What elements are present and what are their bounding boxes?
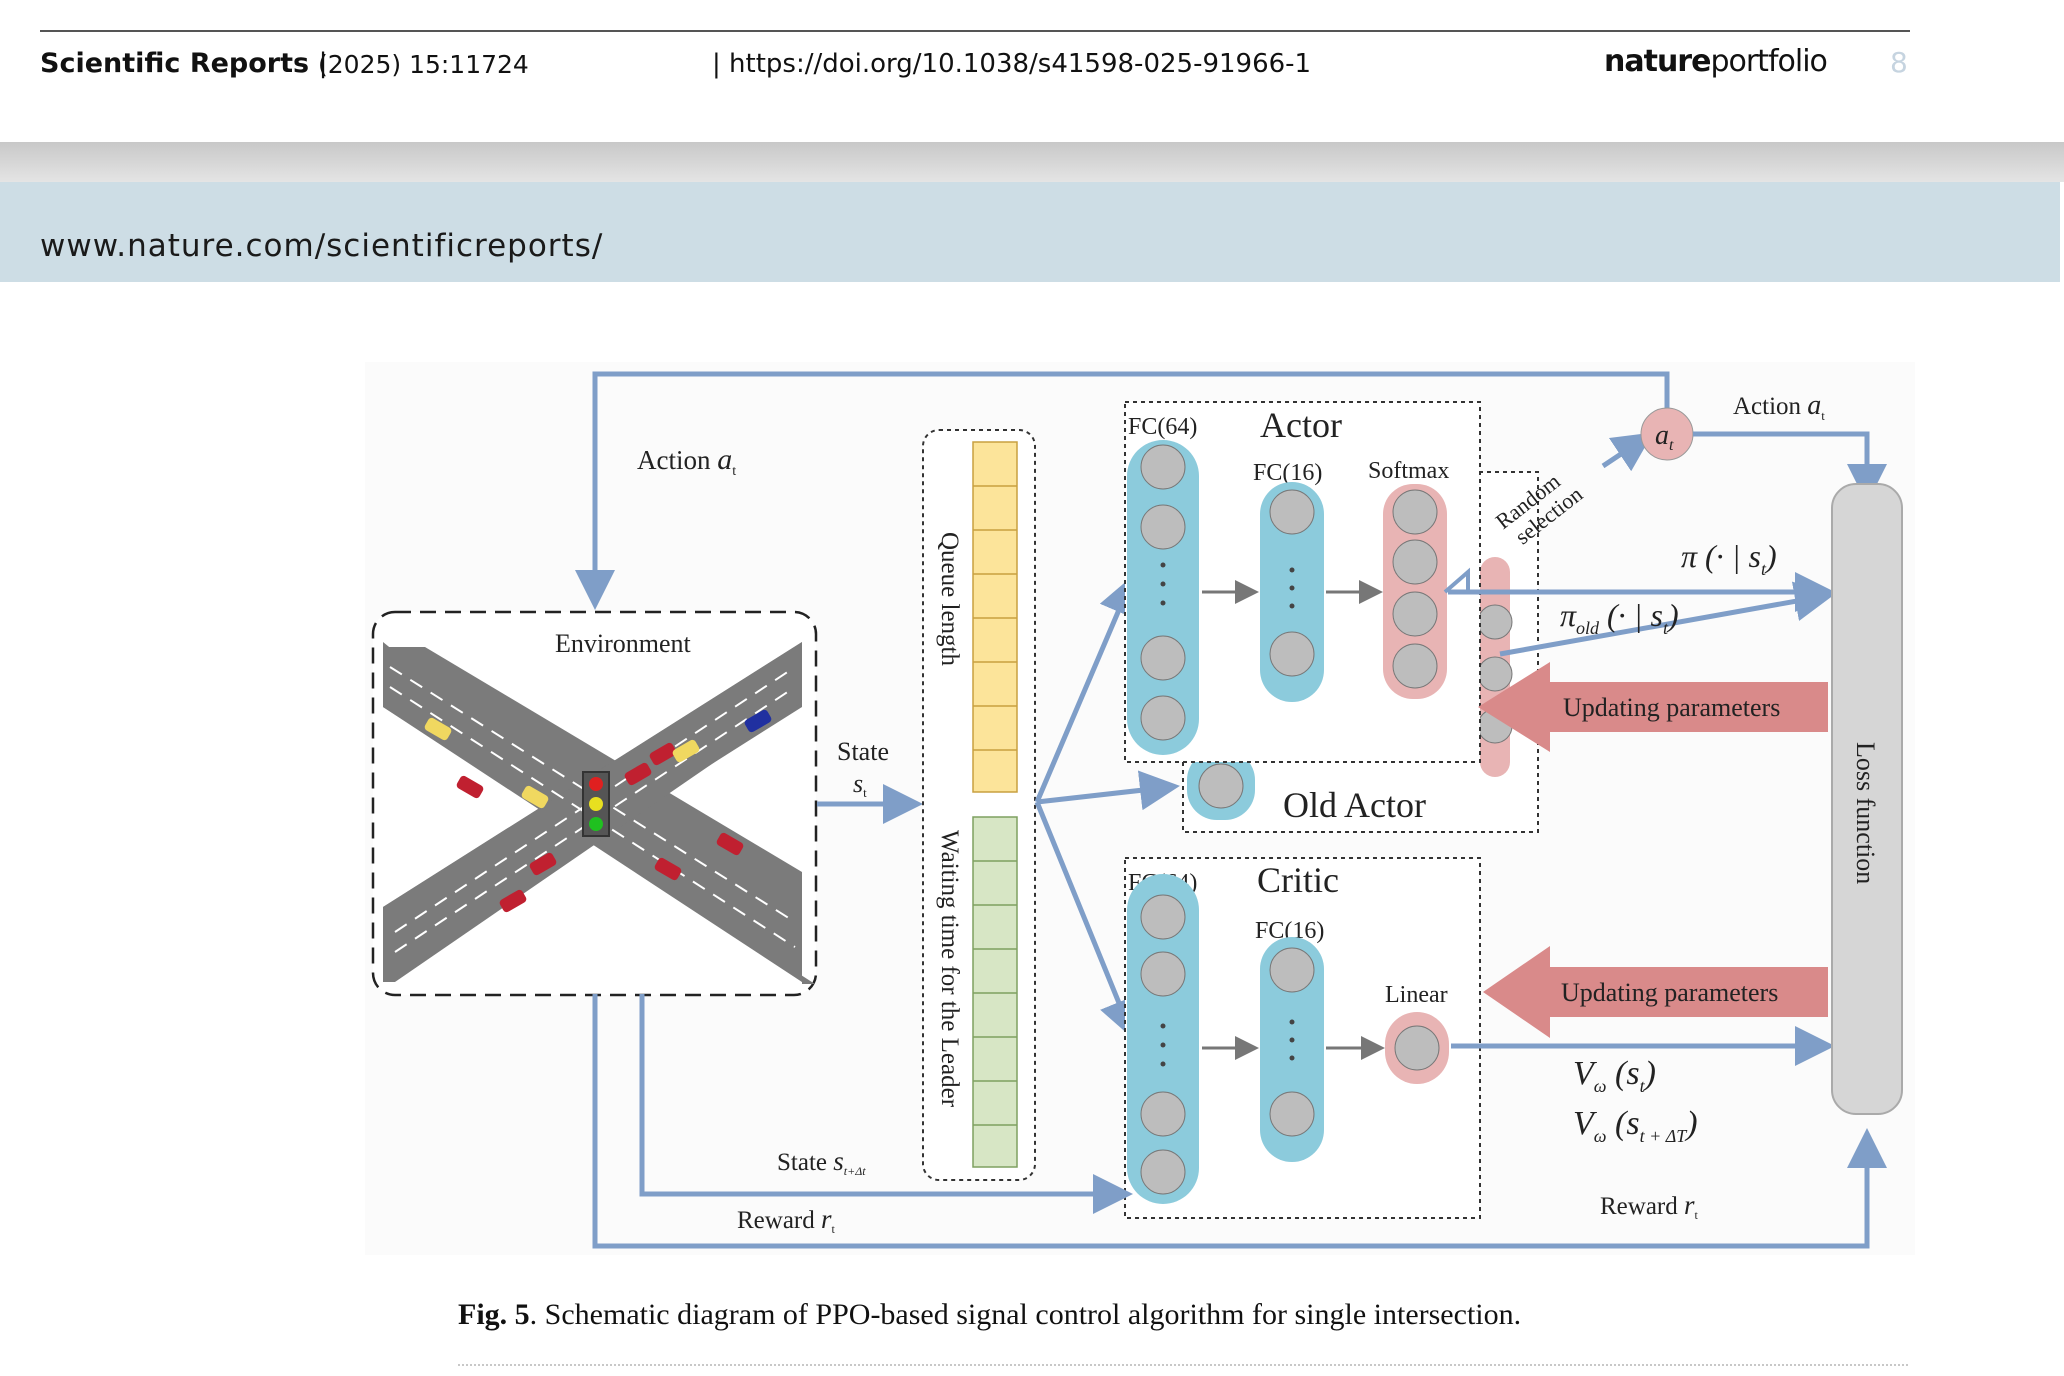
actor-network-box: FC(64) Actor FC(16) Softmax bbox=[1124, 401, 1481, 763]
random-selection-arrow bbox=[1601, 432, 1654, 472]
waiting-time-vector bbox=[972, 816, 1018, 1168]
environment-label: Environment bbox=[555, 629, 692, 658]
action-to-loss-arrow bbox=[1693, 431, 1887, 504]
figure-5: Action at Environment bbox=[365, 362, 1915, 1255]
pi-label: π (· | st) bbox=[1681, 538, 1777, 579]
next-state-label: State st+Δt bbox=[777, 1146, 866, 1178]
page-header: www.nature.com/scientificreports/ bbox=[0, 182, 2060, 282]
pi-old-label: πold (· | st) bbox=[1560, 597, 1679, 638]
action-left-label: Action at bbox=[637, 443, 736, 479]
waiting-time-label: Waiting time for the Leader bbox=[936, 830, 963, 1108]
state-var: st bbox=[853, 769, 867, 800]
environment-box: Environment bbox=[371, 610, 818, 997]
fan-out-arrows bbox=[1034, 574, 1180, 1040]
next-state-arrow bbox=[639, 994, 1133, 1214]
state-label: State bbox=[837, 737, 889, 766]
loss-function-box bbox=[1831, 483, 1903, 1115]
ppo-diagram: Action at Environment bbox=[365, 362, 1915, 1255]
critic-network-box: FC(64) Critic FC(16) Linear bbox=[1124, 857, 1481, 1219]
footer-page-number: 8 bbox=[1890, 46, 1908, 79]
caption-divider bbox=[458, 1364, 1908, 1366]
actor-fc16-label: FC(16) bbox=[1253, 460, 1322, 486]
update-actor-arrow: Updating parameters bbox=[1478, 662, 1828, 752]
previous-page-footer: Scientific Reports | (2025) 15:11724 | h… bbox=[0, 0, 2060, 142]
footer-doi-link[interactable]: | https://doi.org/10.1038/s41598-025-919… bbox=[712, 49, 1312, 79]
critic-linear-label: Linear bbox=[1385, 982, 1448, 1008]
nature-portfolio-logo: natureportfolio bbox=[1604, 44, 1828, 79]
action-node-label: at bbox=[1655, 420, 1674, 454]
update-critic-arrow: Updating parameters bbox=[1483, 946, 1828, 1038]
page-gap bbox=[0, 142, 2064, 182]
softmax-output-bracket bbox=[1443, 567, 1470, 594]
queue-length-label: Queue length bbox=[936, 532, 963, 666]
loss-function-label: Loss function bbox=[1851, 742, 1880, 884]
action-loop-arrow bbox=[575, 371, 1670, 610]
actor-fc64-label: FC(64) bbox=[1128, 414, 1197, 440]
queue-length-vector bbox=[972, 441, 1018, 793]
pi-old-arrow bbox=[1499, 581, 1835, 657]
header-url[interactable]: www.nature.com/scientificreports/ bbox=[40, 228, 604, 264]
figure-caption: Fig. 5. Schematic diagram of PPO-based s… bbox=[458, 1298, 1522, 1331]
car-icons bbox=[424, 709, 772, 913]
action-right-label: Action at bbox=[1733, 390, 1825, 423]
old-actor-title: Old Actor bbox=[1283, 785, 1426, 825]
svg-text:Updating parameters: Updating parameters bbox=[1561, 978, 1778, 1007]
footer-rule bbox=[40, 30, 1910, 32]
footer-journal-name: Scientific Reports | bbox=[40, 48, 328, 79]
svg-text:Updating parameters: Updating parameters bbox=[1563, 693, 1780, 722]
actor-title: Actor bbox=[1260, 405, 1342, 445]
reward-loop-arrow bbox=[592, 994, 1887, 1249]
footer-year-volume: (2025) 15:11724 bbox=[318, 50, 529, 79]
reward-left-label: Reward rt bbox=[737, 1204, 836, 1236]
actor-softmax-label: Softmax bbox=[1368, 458, 1449, 484]
critic-title: Critic bbox=[1257, 860, 1339, 900]
reward-right-label: Reward rt bbox=[1600, 1190, 1699, 1222]
